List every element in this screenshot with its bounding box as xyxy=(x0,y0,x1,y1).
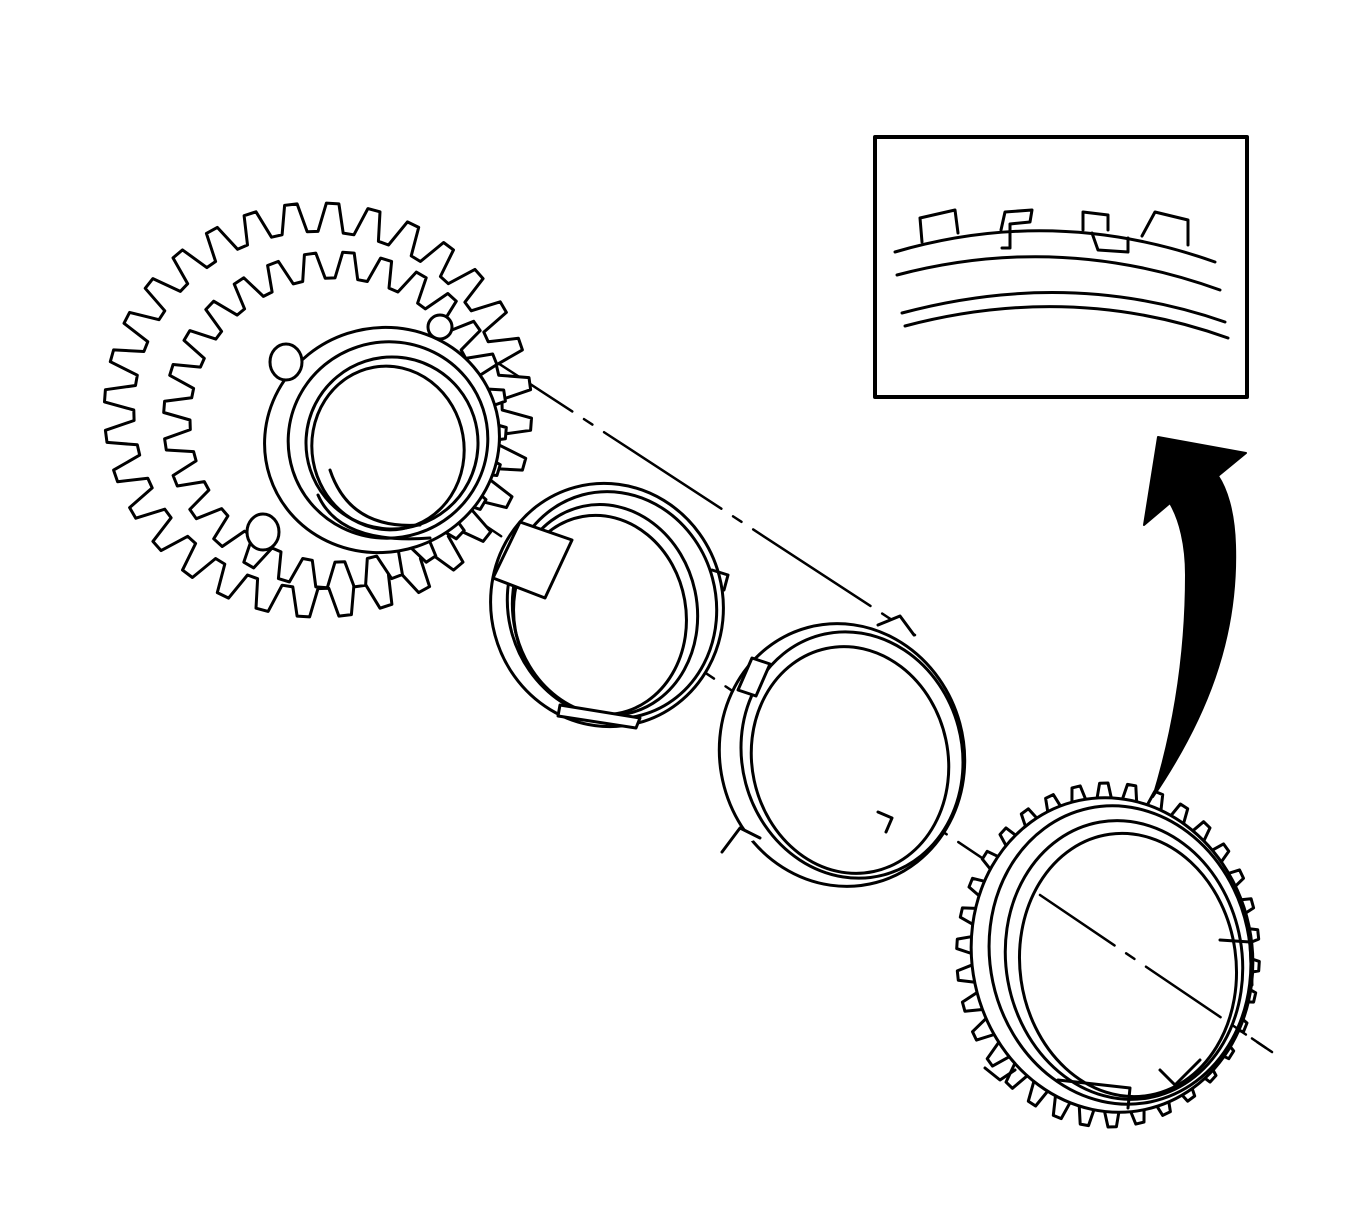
detail-ring-edge-top-2 xyxy=(895,255,1222,292)
gear-pin-hole-1 xyxy=(268,342,304,382)
upper-alignment-line xyxy=(453,333,917,637)
detail-tooth-3 xyxy=(1081,210,1110,232)
middle-cone-tab-top xyxy=(736,656,772,698)
detail-inset xyxy=(873,135,1249,399)
gear-hub-rim xyxy=(286,340,490,540)
middle-cone xyxy=(717,614,967,888)
center-axis-line-front xyxy=(1038,893,1274,1054)
detail-tooth-5 xyxy=(1140,210,1190,247)
inner-cone-face xyxy=(505,490,719,720)
detail-tooth-1 xyxy=(918,208,960,244)
detail-tooth-4 xyxy=(1090,231,1130,254)
detail-ring-edge-top xyxy=(893,229,1217,264)
blocker-ring-lug-2 xyxy=(1056,1078,1132,1110)
inner-cone-tab-3 xyxy=(710,568,730,592)
blocker-ring-inner-2 xyxy=(1017,831,1239,1099)
middle-cone-tab-right xyxy=(876,614,916,637)
middle-cone-tab-bottom xyxy=(720,826,762,854)
blocker-ring-lug-1 xyxy=(1218,938,1254,987)
detail-ring-edge-bottom-2 xyxy=(903,305,1230,340)
inner-cone-tab xyxy=(491,520,574,600)
blocker-ring-inner-1 xyxy=(1003,819,1245,1101)
gear-bore-cone-arc-2 xyxy=(316,493,432,541)
gear xyxy=(103,201,533,619)
middle-cone-face xyxy=(739,630,965,880)
detail-ring-edge-bottom xyxy=(900,291,1227,324)
blocker-ring-outer-edge xyxy=(969,796,1255,1114)
blocker-ring-face xyxy=(987,804,1253,1106)
inner-cone xyxy=(489,481,730,730)
gear-bore-inner xyxy=(310,364,466,532)
middle-cone-outer-edge xyxy=(717,622,967,888)
gear-pin-hole-2 xyxy=(245,512,281,552)
middle-cone-tab-inner xyxy=(876,810,894,834)
gear-pin-hole-3 xyxy=(426,313,454,341)
blocker-ring-lug-4 xyxy=(983,1066,1017,1082)
detail-tooth-2 xyxy=(999,208,1034,250)
inner-cone-tab-2 xyxy=(556,703,642,730)
gear-bore-cone-arc xyxy=(328,468,422,527)
blocker-ring xyxy=(955,781,1261,1129)
middle-cone-inner xyxy=(749,645,951,875)
curved-arrow-icon xyxy=(1143,436,1247,798)
blocker-ring-lug-3 xyxy=(1158,1058,1202,1087)
